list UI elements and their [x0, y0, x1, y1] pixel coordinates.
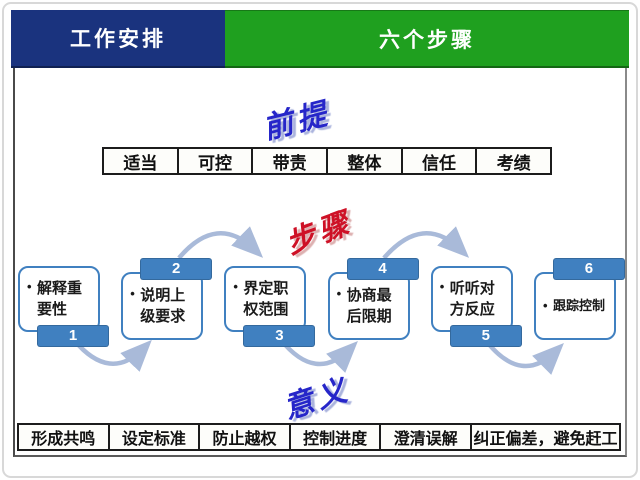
step-text-2: • 说明上级要求	[123, 283, 201, 329]
step-text-4: • 协商最后限期	[330, 283, 408, 329]
step-unit-2: • 说明上级要求 2	[116, 250, 213, 354]
premise-cell: 考绩	[496, 153, 531, 173]
step-number-tab-6: 6	[552, 258, 625, 280]
premise-table: 适当可控带责整体信任考绩	[102, 147, 552, 175]
step-label: 跟踪控制	[552, 297, 605, 313]
step-unit-4: • 协商最后限期 4	[323, 250, 419, 354]
bullet-icon: •	[233, 279, 238, 294]
meaning-table: 形成共鸣设定标准防止越权控制进度澄清误解纠正偏差，避免赶工	[17, 423, 621, 451]
premise-cell: 可控	[179, 149, 254, 173]
curved-arrow-1-2	[72, 338, 152, 372]
curved-arrow-5-6	[485, 340, 564, 375]
bullet-icon: •	[130, 286, 135, 301]
tab-six-steps-label: 六个步骤	[379, 28, 475, 52]
meaning-cell: 澄清误解	[381, 425, 472, 449]
bullet-icon: •	[542, 297, 548, 313]
step-label: 协商最后限期	[346, 287, 392, 325]
step-label: 解释重要性	[37, 280, 83, 318]
meaning-cell: 设定标准	[110, 425, 201, 449]
content-frame	[13, 67, 627, 457]
curved-arrow-4-5	[382, 226, 470, 260]
step-unit-6: •跟踪控制 6	[529, 250, 625, 354]
curved-arrow-3-4	[279, 338, 358, 373]
curved-arrow-2-3	[177, 226, 264, 260]
step-label: 听听对方反应	[449, 280, 495, 318]
step-unit-1: • 解释重要性 1	[13, 250, 109, 354]
step-text-5: • 听听对方反应	[433, 276, 511, 322]
meaning-cell: 控制进度	[291, 425, 382, 449]
step-box-6: •跟踪控制	[533, 272, 616, 340]
premise-cell: 信任	[403, 149, 478, 173]
meaning-cell: 防止越权	[200, 425, 291, 449]
step-box-4: • 协商最后限期	[327, 272, 410, 340]
step-label: 界定职权范围	[243, 280, 289, 318]
bullet-icon: •	[27, 279, 32, 294]
tab-work-arrangement[interactable]: 工作安排	[11, 10, 225, 68]
step-number-tab-2: 2	[140, 258, 213, 280]
bullet-icon: •	[336, 286, 342, 301]
step-number-tab-5: 5	[449, 325, 522, 347]
step-box-3: • 界定职权范围	[224, 266, 307, 332]
premise-cell: 适当	[104, 149, 179, 173]
meaning-cell: 纠正偏差，避免赶工	[473, 431, 618, 448]
step-text-1: • 解释重要性	[20, 276, 98, 322]
premise-cell: 整体	[328, 149, 403, 173]
step-label: 说明上级要求	[140, 287, 186, 325]
step-number-tab-4: 4	[346, 258, 419, 280]
step-number-tab-3: 3	[243, 325, 316, 347]
step-box-1: • 解释重要性	[18, 266, 100, 332]
step-box-5: • 听听对方反应	[430, 266, 513, 332]
step-unit-3: • 界定职权范围 3	[219, 250, 316, 354]
tab-six-steps[interactable]: 六个步骤	[225, 10, 629, 68]
step-unit-5: • 听听对方反应 5	[426, 250, 522, 354]
step-text-3: • 界定职权范围	[226, 276, 304, 322]
step-number-tab-1: 1	[37, 325, 109, 347]
meaning-cell: 形成共鸣	[19, 425, 110, 449]
step-text-6: •跟踪控制	[536, 295, 614, 317]
premise-cell: 带责	[253, 149, 329, 173]
step-box-2: • 说明上级要求	[121, 272, 204, 340]
tab-work-arrangement-label: 工作安排	[70, 28, 166, 51]
bullet-icon: •	[439, 279, 445, 294]
